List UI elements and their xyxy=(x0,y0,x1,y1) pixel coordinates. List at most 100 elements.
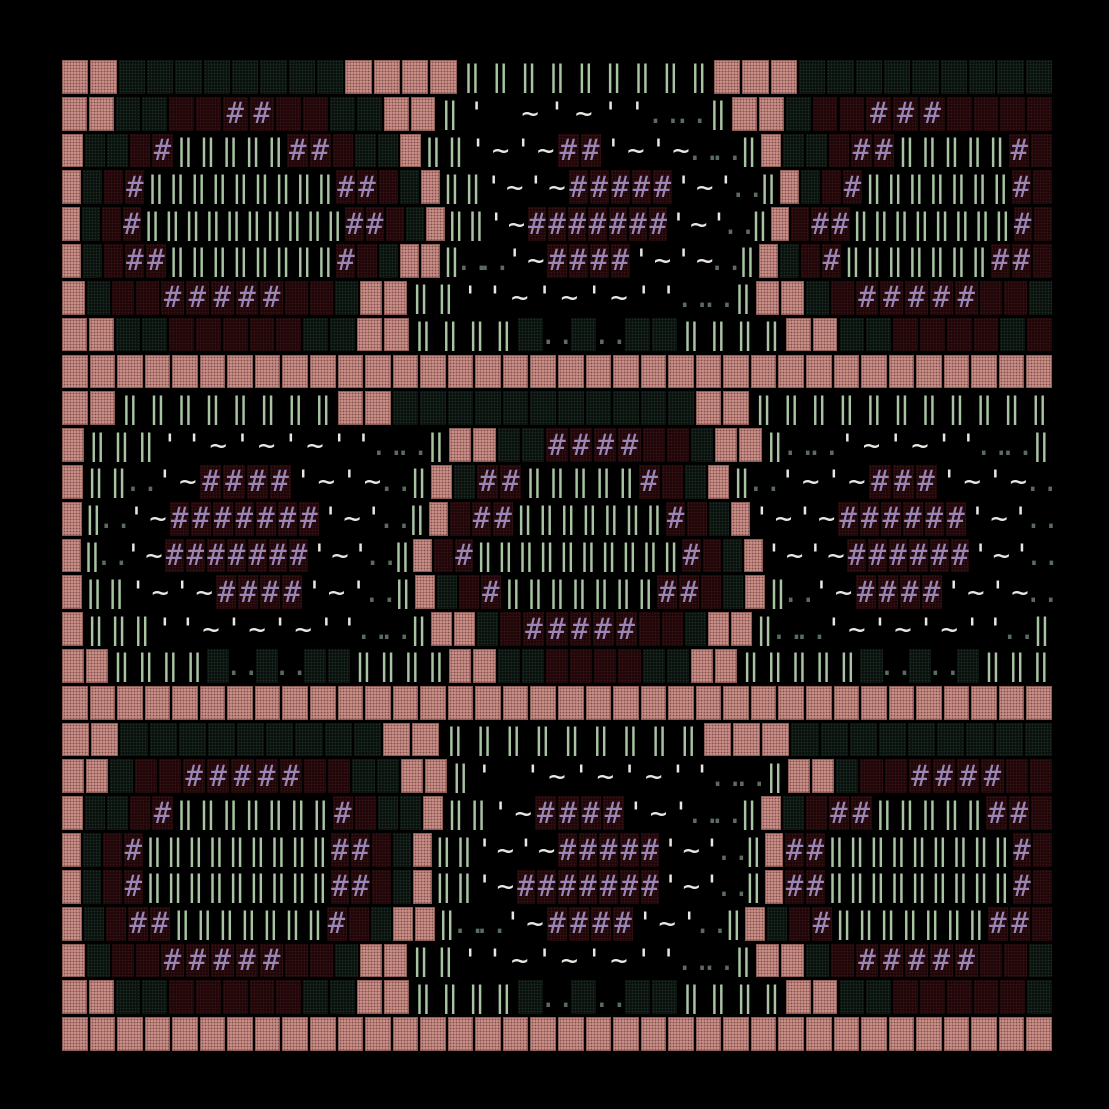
hash-glyph: # xyxy=(838,501,858,536)
rail-glyph: ‖ xyxy=(949,169,967,204)
tick-glyph: ' xyxy=(753,501,771,536)
tilde-glyph: ~ xyxy=(560,942,579,977)
rail-glyph: ‖ xyxy=(992,869,1011,904)
rail-glyph: ‖ xyxy=(434,832,453,867)
brick-tile xyxy=(86,649,109,683)
brick-tile xyxy=(943,1017,970,1051)
rail-glyph: ‖ xyxy=(467,317,486,352)
rail-glyph: ‖ xyxy=(442,243,461,278)
rail-glyph: ‖ xyxy=(1032,611,1051,646)
hash-glyph: # xyxy=(255,759,278,794)
brick-tile xyxy=(888,354,915,389)
dark-red-tile xyxy=(111,280,135,315)
dark-green-tile xyxy=(118,60,146,94)
brick-tile xyxy=(310,1017,336,1051)
dark-red-tile xyxy=(332,133,354,168)
dark-green-tile xyxy=(908,649,932,683)
brick-tile xyxy=(365,354,391,389)
hash-glyph: # xyxy=(620,832,639,867)
hash-glyph: # xyxy=(640,832,660,867)
tick-glyph: ' xyxy=(680,906,698,941)
rail-glyph: ‖ xyxy=(475,537,494,572)
dot-glyph: .. xyxy=(721,206,757,241)
dark-green-tile xyxy=(691,428,714,462)
dark-green-tile xyxy=(447,391,474,426)
hash-glyph: # xyxy=(125,169,145,205)
brick-tile xyxy=(144,1017,171,1051)
dark-green-tile xyxy=(356,96,382,131)
dark-green-tile xyxy=(779,244,799,278)
dark-red-tile xyxy=(594,649,617,683)
dot-glyph: .. xyxy=(729,169,765,204)
dark-green-tile xyxy=(855,60,882,94)
tick-glyph: ' xyxy=(674,169,693,204)
rail-glyph: ‖ xyxy=(735,317,754,352)
brick-tile xyxy=(414,575,435,610)
dark-green-tile xyxy=(420,391,446,426)
brick-tile xyxy=(62,906,83,941)
rail-glyph: ‖ xyxy=(623,501,642,536)
brick-tile xyxy=(424,759,448,794)
hash-glyph: # xyxy=(851,133,872,168)
dark-green-tile xyxy=(806,943,829,978)
brick-tile xyxy=(530,1017,556,1051)
rail-glyph: ‖ xyxy=(519,60,538,94)
dot-glyph: .. xyxy=(708,133,744,168)
hash-glyph: # xyxy=(578,869,598,904)
hash-glyph: # xyxy=(892,464,914,499)
tilde-glyph: ~ xyxy=(911,427,929,462)
rail-glyph: ‖ xyxy=(411,942,430,977)
tilde-glyph: ~ xyxy=(649,795,668,830)
dark-green-tile xyxy=(783,796,804,831)
hash-glyph: # xyxy=(599,869,618,904)
brick-tile xyxy=(943,354,970,389)
tick-glyph: ' xyxy=(871,611,889,646)
rail-glyph: ‖ xyxy=(186,832,205,867)
dark-green-tile xyxy=(84,133,106,168)
dark-green-tile xyxy=(82,207,101,242)
dark-red-tile xyxy=(372,869,391,904)
dark-red-tile xyxy=(357,244,377,278)
dark-green-tile xyxy=(436,575,457,610)
dark-green-tile xyxy=(517,980,543,1015)
rail-glyph: ‖ xyxy=(868,832,887,867)
tick-glyph: ' xyxy=(1011,501,1030,536)
dark-green-tile xyxy=(406,207,425,242)
dark-red-tile xyxy=(860,759,883,794)
dark-red-tile xyxy=(276,317,302,352)
hash-glyph: # xyxy=(516,869,536,904)
rail-glyph: ‖ xyxy=(856,906,875,941)
rail-glyph: ‖ xyxy=(491,60,510,94)
rail-glyph: ‖ xyxy=(311,795,329,830)
dark-green-tile xyxy=(585,391,612,426)
brick-tile xyxy=(254,685,281,720)
dark-red-tile xyxy=(687,501,707,536)
tilde-glyph: ~ xyxy=(537,832,556,867)
rail-glyph: ‖ xyxy=(198,133,217,168)
tick-glyph: ' xyxy=(179,611,197,646)
tick-glyph: ' xyxy=(330,427,348,462)
rail-glyph: ‖ xyxy=(621,722,639,757)
rail-glyph: ‖ xyxy=(744,832,763,867)
hash-glyph: # xyxy=(859,501,880,536)
tilde-glyph: ~ xyxy=(195,574,214,609)
hash-glyph: # xyxy=(124,832,143,867)
dark-red-tile xyxy=(103,869,122,904)
rail-glyph: ‖ xyxy=(1032,648,1050,683)
brick-tile xyxy=(998,685,1025,720)
tick-glyph: ' xyxy=(124,537,143,572)
rail-glyph: ‖ xyxy=(305,906,324,941)
hash-glyph: # xyxy=(954,943,978,978)
rail-glyph: ‖ xyxy=(210,169,229,204)
brick-tile xyxy=(585,354,612,389)
brick-tile xyxy=(172,354,198,389)
dark-green-tile xyxy=(806,133,827,168)
dark-green-tile xyxy=(107,133,128,168)
dark-red-tile xyxy=(303,96,329,131)
hash-glyph: # xyxy=(248,537,267,573)
rail-glyph: ‖ xyxy=(258,390,277,425)
rail-glyph: ‖ xyxy=(411,280,430,315)
tilde-glyph: ~ xyxy=(990,501,1008,536)
rail-glyph: ‖ xyxy=(294,243,313,278)
dark-red-tile xyxy=(790,207,810,242)
